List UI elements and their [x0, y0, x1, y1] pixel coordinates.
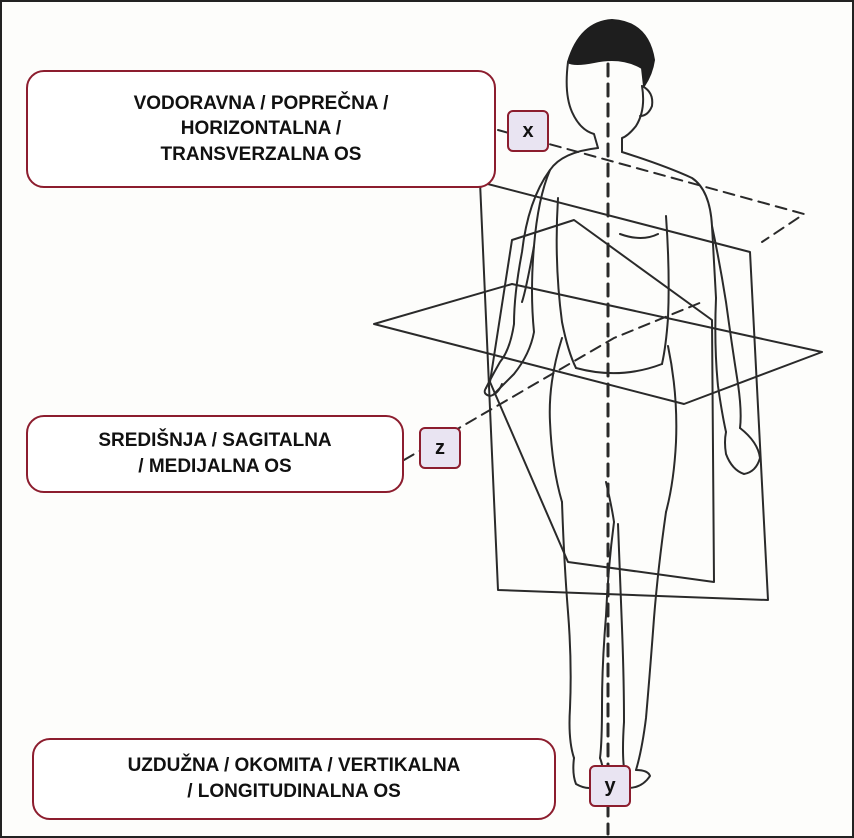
- hips: [550, 338, 562, 502]
- axis-z-tag: z: [419, 427, 461, 469]
- right-leg: [636, 512, 666, 770]
- horizontal-axis-callout: VODORAVNA / POPREČNA / HORIZONTALNA / TR…: [26, 70, 496, 188]
- axis-y-tag: y: [589, 765, 631, 807]
- sagittal-axis-callout: SREDIŠNJA / SAGITALNA / MEDIJALNA OS: [26, 415, 404, 493]
- longitudinal-axis-callout: UZDUŽNA / OKOMITA / VERTIKALNA / LONGITU…: [32, 738, 556, 820]
- axis-x-tag: x: [507, 110, 549, 152]
- sagittal-plane: [490, 220, 714, 582]
- hair: [568, 20, 654, 86]
- left-leg: [562, 502, 574, 758]
- head: [567, 62, 598, 148]
